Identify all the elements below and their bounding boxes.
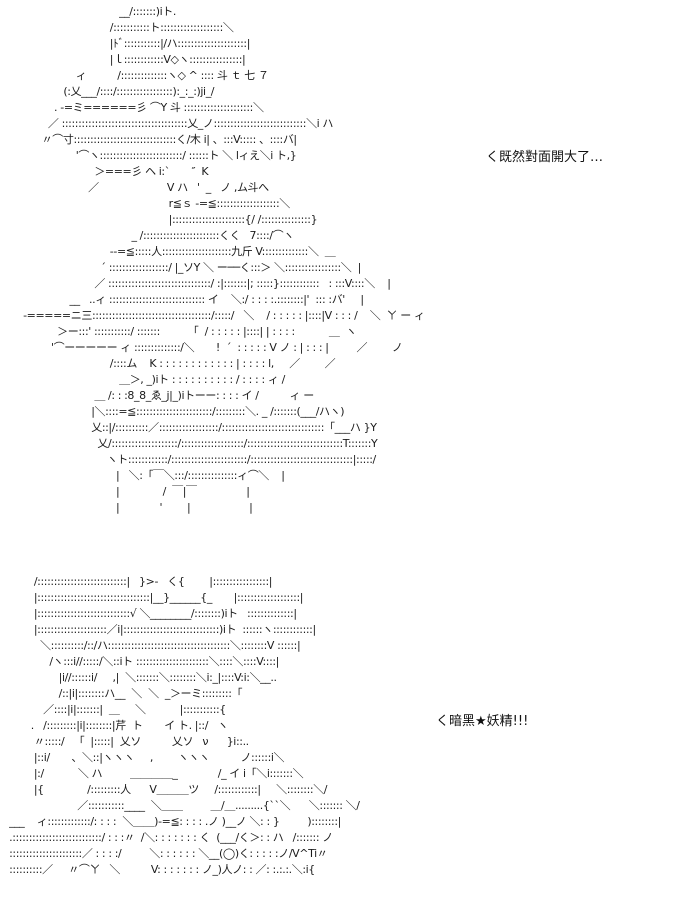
ascii-art-top-figure: __/:::::::)iト. /:::::::::::ト::::::::::::…	[23, 5, 425, 514]
caption-top: く既然對面開大了…	[486, 150, 604, 165]
ascii-art-bottom-figure: /:::::::::::::::::::::::::::| }>- く{ |::…	[9, 575, 360, 876]
caption-bottom: く暗黑★妖精!!!	[436, 714, 529, 729]
